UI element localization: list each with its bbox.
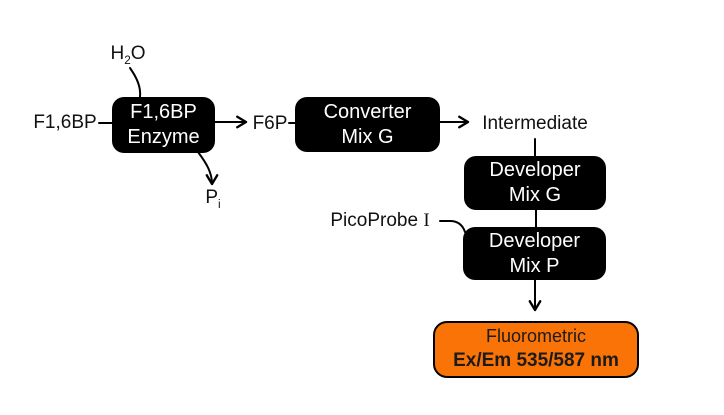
enzyme-box-line2: Enzyme: [127, 126, 200, 148]
developer-mix-g-box: Developer Mix G: [464, 156, 606, 210]
converter-box-line2: Mix G: [341, 125, 394, 148]
developer-mix-p-box: Developer Mix P: [463, 227, 606, 280]
curve-h2o-to-enzyme: [129, 67, 142, 98]
developer-p-box-line2: Mix P: [509, 254, 560, 277]
h2o-label: H2O: [110, 43, 146, 67]
converter-mix-g-box: Converter Mix G: [295, 97, 440, 152]
picoprobe-label: PicoProbe I: [330, 210, 430, 231]
pi-label: Pi: [205, 187, 221, 211]
intermediate-label: Intermediate: [482, 113, 588, 134]
f16bp-label: F1,6BP: [33, 112, 97, 133]
f6p-label: F6P: [252, 113, 288, 134]
arrow-enzyme-to-pi: [197, 151, 219, 186]
enzyme-box: F1,6BP Enzyme: [112, 97, 215, 153]
fluorometric-readout-box: Fluorometric Ex/Em 535/587 nm: [433, 321, 639, 378]
developer-g-box-line2: Mix G: [508, 184, 562, 206]
curve-picoprobe-to-developer-p: [439, 220, 466, 233]
developer-g-box-line1: Developer: [489, 159, 581, 182]
readout-line1: Fluorometric: [485, 326, 587, 347]
developer-p-box-line1: Developer: [488, 229, 581, 252]
readout-line2: Ex/Em 535/587 nm: [453, 349, 619, 371]
enzyme-box-line1: F1,6BP: [130, 101, 197, 124]
converter-box-line1: Converter: [323, 100, 412, 123]
